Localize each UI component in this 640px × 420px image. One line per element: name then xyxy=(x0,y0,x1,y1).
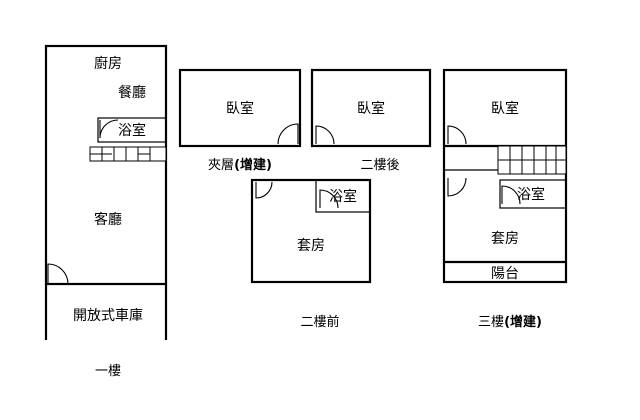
third-floor-caption-note: (增建) xyxy=(504,314,542,330)
second-floor-rear-plan: 臥室 二樓後 xyxy=(310,68,432,173)
third-floor-suite-door xyxy=(447,177,467,197)
second-floor-front-suite-label: 套房 xyxy=(297,238,325,254)
second-floor-rear-outline xyxy=(310,68,432,148)
mezzanine-caption-note: (增建) xyxy=(234,157,272,173)
second-floor-rear-bedroom-label: 臥室 xyxy=(357,100,385,117)
second-floor-front-bath-label: 浴室 xyxy=(329,188,357,205)
mezzanine-caption: 夾層(增建) xyxy=(208,157,272,173)
third-floor-bath-door xyxy=(501,185,521,205)
third-floor-stairs xyxy=(497,145,567,175)
first-floor-bath-label: 浴室 xyxy=(118,122,146,139)
kitchen-label: 廚房 xyxy=(94,55,122,72)
third-floor-plan: 臥室 浴室 套房 陽台 三樓(增建) xyxy=(442,68,568,330)
second-floor-front-plan: 浴室 套房 二樓前 xyxy=(250,178,372,330)
third-floor-bedroom-label: 臥室 xyxy=(491,100,519,117)
mezzanine-outline xyxy=(178,68,302,148)
living-room-label: 客廳 xyxy=(94,211,122,228)
mezzanine-plan: 臥室 夾層(增建) xyxy=(178,68,302,173)
mezzanine-bedroom-label: 臥室 xyxy=(226,100,254,117)
garage-label: 開放式車庫 xyxy=(73,307,143,324)
second-floor-rear-caption: 二樓後 xyxy=(360,158,399,173)
second-floor-front-bath-door xyxy=(319,189,339,209)
first-floor-outline xyxy=(44,44,168,286)
second-floor-front-outline xyxy=(250,178,372,284)
third-floor-bath-label: 浴室 xyxy=(517,186,545,203)
second-floor-front-door xyxy=(255,181,273,199)
dining-label: 餐廳 xyxy=(118,84,146,101)
mezzanine-door xyxy=(277,123,299,145)
third-floor-caption-main: 三樓 xyxy=(478,315,504,330)
third-floor-bedroom-door xyxy=(447,125,467,145)
first-floor-plan: 廚房 餐廳 浴室 客廳 開放式車庫 一樓 xyxy=(44,44,168,379)
third-floor-suite-label: 套房 xyxy=(491,231,519,247)
second-floor-rear-door xyxy=(315,125,335,145)
third-floor-caption: 三樓(增建) xyxy=(478,314,542,330)
mezzanine-caption-main: 夾層 xyxy=(208,158,234,173)
living-room-door xyxy=(47,263,69,285)
first-floor-caption: 一樓 xyxy=(95,364,121,379)
first-floor-bath-door xyxy=(99,119,119,139)
third-floor-outline xyxy=(442,68,568,284)
second-floor-front-caption: 二樓前 xyxy=(300,314,339,330)
first-floor-stairs xyxy=(89,146,167,162)
third-floor-bath-walls xyxy=(499,179,567,209)
second-floor-front-bath-walls xyxy=(315,179,371,213)
first-floor-bath-walls xyxy=(97,117,167,143)
balcony-label: 陽台 xyxy=(491,266,519,282)
